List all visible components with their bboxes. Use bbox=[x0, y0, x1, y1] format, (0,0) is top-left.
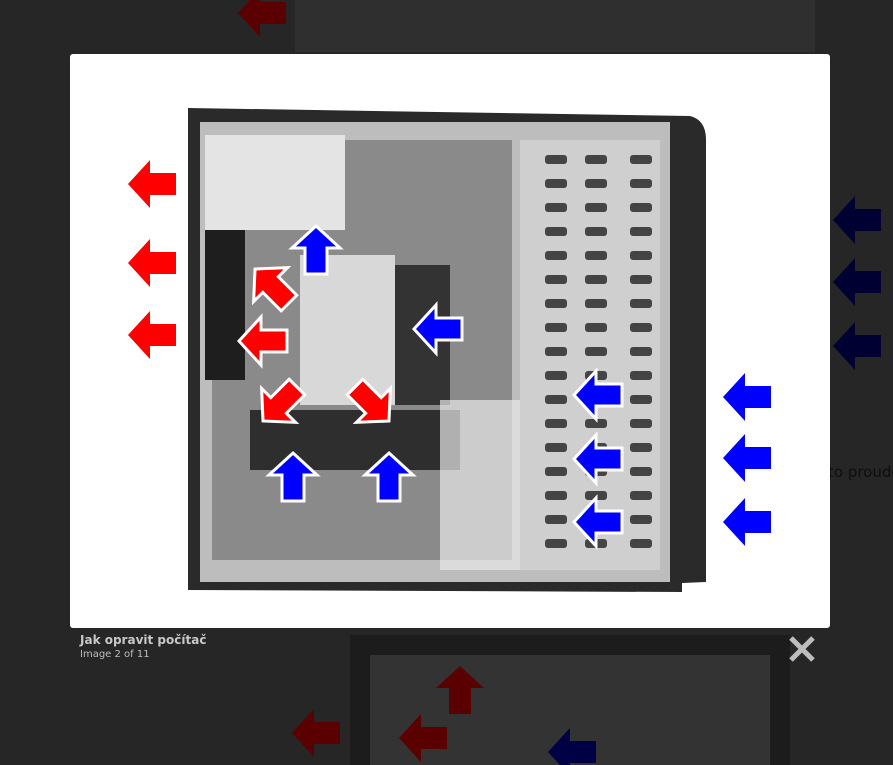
drive-bay-slot bbox=[585, 419, 607, 428]
drive-bay-slot bbox=[630, 467, 652, 476]
drive-bay-slot bbox=[630, 539, 652, 548]
exhaust-arrow-icon bbox=[259, 377, 307, 425]
drive-bay-slot bbox=[545, 395, 567, 404]
drive-bay-slot bbox=[545, 155, 567, 164]
upflow-arrow-icon bbox=[361, 450, 417, 503]
image-counter: Image 2 of 11 bbox=[80, 649, 150, 660]
drive-bay-slot bbox=[545, 539, 567, 548]
exhaust-arrow-icon bbox=[251, 265, 299, 313]
drive-bay-slot bbox=[545, 467, 567, 476]
image-title: Jak opravit počítač bbox=[80, 633, 207, 647]
drive-bay-slot bbox=[545, 515, 567, 524]
intake-arrow-icon bbox=[571, 431, 624, 487]
intake-arrow-icon bbox=[723, 373, 771, 421]
drive-bay-slot bbox=[630, 275, 652, 284]
drive-bay-slot bbox=[630, 443, 652, 452]
drive-bay-slot bbox=[545, 371, 567, 380]
background-arrow-icon bbox=[833, 322, 881, 370]
drive-bay-slot bbox=[585, 251, 607, 260]
drive-bay-slot bbox=[630, 227, 652, 236]
exhaust-arrow-icon bbox=[236, 313, 289, 369]
drive-bay-slot bbox=[630, 155, 652, 164]
lightbox-caption: Jak opravit počítač Image 2 of 11 bbox=[80, 633, 206, 660]
intake-arrow-icon bbox=[723, 434, 771, 482]
drive-bay-slot bbox=[545, 251, 567, 260]
drive-bay-slot bbox=[545, 179, 567, 188]
background-arrow-icon bbox=[548, 728, 596, 765]
drive-bay-slot bbox=[585, 299, 607, 308]
drive-bay-slot bbox=[630, 491, 652, 500]
exhaust-arrow-icon bbox=[128, 160, 176, 208]
background-arrow-icon bbox=[238, 0, 286, 37]
drive-bay-slot bbox=[545, 203, 567, 212]
drive-bay-slot bbox=[585, 347, 607, 356]
drive-bay-slot bbox=[630, 347, 652, 356]
drive-bay-slot bbox=[585, 179, 607, 188]
drive-bay-slot bbox=[545, 443, 567, 452]
background-arrow-icon bbox=[292, 709, 340, 757]
drive-bay-slot bbox=[630, 419, 652, 428]
exhaust-arrow-icon bbox=[128, 239, 176, 287]
drive-bay-slot bbox=[545, 227, 567, 236]
drive-bay-slot bbox=[545, 323, 567, 332]
intake-arrow-icon bbox=[723, 498, 771, 546]
drive-bay-slot bbox=[545, 275, 567, 284]
upflow-arrow-icon bbox=[288, 223, 344, 276]
drive-bay-slot bbox=[630, 203, 652, 212]
intake-arrow-icon bbox=[571, 367, 624, 423]
drive-bay-slot bbox=[630, 395, 652, 404]
drive-bay-slot bbox=[545, 419, 567, 428]
close-icon[interactable] bbox=[786, 633, 818, 665]
drive-bay-slot bbox=[585, 155, 607, 164]
drive-bay-slot bbox=[630, 251, 652, 260]
intake-arrow-icon bbox=[411, 301, 464, 357]
background-arrow-icon bbox=[436, 666, 484, 714]
background-arrow-icon bbox=[833, 258, 881, 306]
drive-bay-slot bbox=[630, 323, 652, 332]
background-text: to proudě bbox=[828, 463, 893, 481]
drive-bay-slot bbox=[630, 299, 652, 308]
drive-bay-slot bbox=[545, 491, 567, 500]
drive-bay-slot bbox=[585, 227, 607, 236]
upflow-arrow-icon bbox=[265, 450, 321, 503]
drive-bay-slot bbox=[545, 299, 567, 308]
background-arrow-icon bbox=[833, 196, 881, 244]
drive-bay-slot bbox=[630, 515, 652, 524]
drive-bay-slot bbox=[585, 491, 607, 500]
drive-bay-slot bbox=[585, 323, 607, 332]
drive-bay-slot bbox=[630, 179, 652, 188]
drive-bay-slot bbox=[585, 203, 607, 212]
exhaust-arrow-icon bbox=[128, 311, 176, 359]
background-arrow-icon bbox=[399, 714, 447, 762]
drive-bay-slot bbox=[630, 371, 652, 380]
intake-arrow-icon bbox=[571, 494, 624, 550]
drive-bay-slot bbox=[545, 347, 567, 356]
drive-bay-slot bbox=[585, 275, 607, 284]
exhaust-arrow-icon bbox=[345, 377, 393, 425]
